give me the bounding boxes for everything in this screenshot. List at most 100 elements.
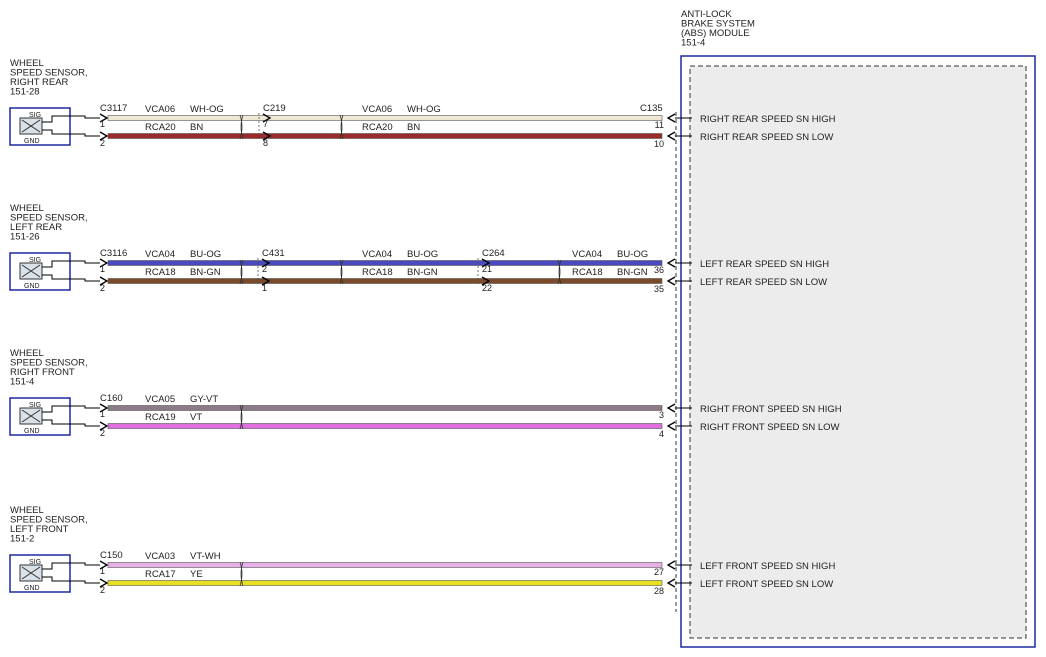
twisted-pair-marker — [340, 259, 344, 285]
sensor-title-line: 151-26 — [10, 232, 40, 243]
module-pin-label: LEFT REAR SPEED SN HIGH — [700, 259, 829, 270]
sensor-title-line: SPEED SENSOR, — [10, 358, 88, 369]
wire-high — [107, 562, 663, 568]
sensor-title-line: WHEEL — [10, 505, 44, 516]
wire-color-label: WH-OG — [190, 104, 224, 115]
module-pin-arrow-icon — [666, 403, 676, 413]
wire-low — [107, 423, 663, 429]
sensor-title-line: 151-2 — [10, 534, 34, 545]
wire-circuit-label: RCA18 — [362, 267, 393, 278]
sensor-cross-icon — [21, 409, 41, 423]
sensor-stub-low — [70, 580, 100, 584]
sensor-stub-high — [70, 115, 100, 119]
connector-pin-high: 2 — [262, 264, 267, 274]
connector-pin-high: 1 — [100, 264, 105, 274]
connector-name: C3117 — [100, 103, 127, 114]
sensor-stub-low — [70, 133, 100, 137]
connector-pin-arrow-icon — [99, 560, 109, 570]
connector-pin-low: 2 — [100, 585, 105, 595]
wire-low — [107, 133, 663, 139]
wire-color-label: BN-GN — [407, 267, 438, 278]
connector-pin-low: 2 — [100, 138, 105, 148]
module-inner-boundary — [689, 65, 1027, 639]
wire-circuit-label: VCA03 — [145, 551, 175, 562]
wire-color-label: YE — [190, 569, 203, 580]
wire-circuit-label: RCA20 — [362, 122, 393, 133]
sensor-gnd-label: GND — [24, 585, 40, 592]
connector-pin-arrow-icon — [99, 403, 109, 413]
connector-pin-high: 1 — [100, 566, 105, 576]
module-pin-arrow-icon — [666, 276, 676, 286]
connector-pin-arrow-icon — [99, 113, 109, 123]
connector-pin-arrow-icon — [262, 113, 272, 123]
sensor-title-line: WHEEL — [10, 58, 44, 69]
twisted-pair-marker — [558, 259, 562, 285]
module-pin-high: 3 — [659, 410, 664, 420]
sensor-lead-low — [42, 129, 70, 135]
module-pin-label: LEFT REAR SPEED SN LOW — [700, 277, 827, 288]
connector-pin-arrow-icon — [99, 276, 109, 286]
sensor-stub-high — [70, 260, 100, 264]
module-title-line: ANTI-LOCK — [681, 9, 732, 20]
wire-circuit-label: VCA04 — [145, 249, 175, 260]
module-pin-arrow-icon — [666, 578, 676, 588]
connector-pin-arrow-icon — [481, 276, 491, 286]
module-pin-low: 10 — [654, 139, 664, 149]
sensor-cross-icon — [21, 566, 41, 580]
sensor-stub-low — [70, 423, 100, 427]
sensor-title-line: LEFT REAR — [10, 222, 62, 233]
wire-circuit-label: RCA20 — [145, 122, 176, 133]
twisted-pair-marker — [557, 259, 561, 285]
wire-color-label: VT — [190, 412, 202, 423]
sensor-sig-label: SIG — [29, 112, 41, 119]
sensor-title-line: LEFT FRONT — [10, 524, 69, 535]
sensor-lead-high — [42, 115, 70, 123]
twisted-pair-marker — [240, 114, 244, 140]
module-connector-name: C135 — [640, 103, 663, 114]
sensor-title-line: RIGHT FRONT — [10, 367, 75, 378]
sensor-lead-high — [42, 260, 70, 268]
module-pin-label: LEFT FRONT SPEED SN LOW — [700, 579, 833, 590]
sensor-title-line: 151-4 — [10, 377, 34, 388]
module-pin-label: LEFT FRONT SPEED SN HIGH — [700, 561, 835, 572]
connector-pin-arrow-icon — [99, 421, 109, 431]
sensor-lead-high — [42, 405, 70, 413]
sensor-gnd-label: GND — [24, 283, 40, 290]
connector-name: C150 — [100, 550, 123, 561]
wire-color-label: BU-OG — [407, 249, 438, 260]
wire-circuit-label: RCA19 — [145, 412, 176, 423]
module-pin-arrow-icon — [666, 560, 676, 570]
connector-name: C264 — [482, 248, 505, 259]
module-pin-label: RIGHT REAR SPEED SN HIGH — [700, 114, 836, 125]
module-pin-label: RIGHT FRONT SPEED SN HIGH — [700, 404, 842, 415]
module-pin-high: 27 — [654, 567, 664, 577]
wire-high — [107, 405, 663, 411]
wire-color-label: GY-VT — [190, 394, 218, 405]
sensor-gnd-label: GND — [24, 138, 40, 145]
module-pin-label: RIGHT REAR SPEED SN LOW — [700, 132, 833, 143]
connector-pin-low: 2 — [100, 283, 105, 293]
sensor-title-line: SPEED SENSOR, — [10, 68, 88, 79]
wire-color-label: WH-OG — [407, 104, 441, 115]
sensor-lead-high — [42, 562, 70, 570]
connector-pin-arrow-icon — [99, 131, 109, 141]
connector-name: C431 — [262, 248, 285, 259]
twisted-pair-marker — [340, 114, 344, 140]
sensor-sig-label: SIG — [29, 559, 41, 566]
sensor-stub-low — [70, 278, 100, 282]
sensor-gnd-label: GND — [24, 428, 40, 435]
connector-pin-arrow-icon — [261, 258, 271, 268]
wire-color-label: BN — [407, 122, 420, 133]
connector-pin-high: 21 — [482, 264, 492, 274]
twisted-pair-marker — [339, 114, 343, 140]
wire-high — [107, 115, 663, 121]
connector-pin-low: 22 — [482, 283, 492, 293]
sensor-lead-low — [42, 419, 70, 425]
wire-color-label: BN-GN — [617, 267, 648, 278]
sensor-lead-low — [42, 576, 70, 582]
twisted-pair-marker — [239, 404, 243, 430]
connector-pin-arrow-icon — [99, 258, 109, 268]
